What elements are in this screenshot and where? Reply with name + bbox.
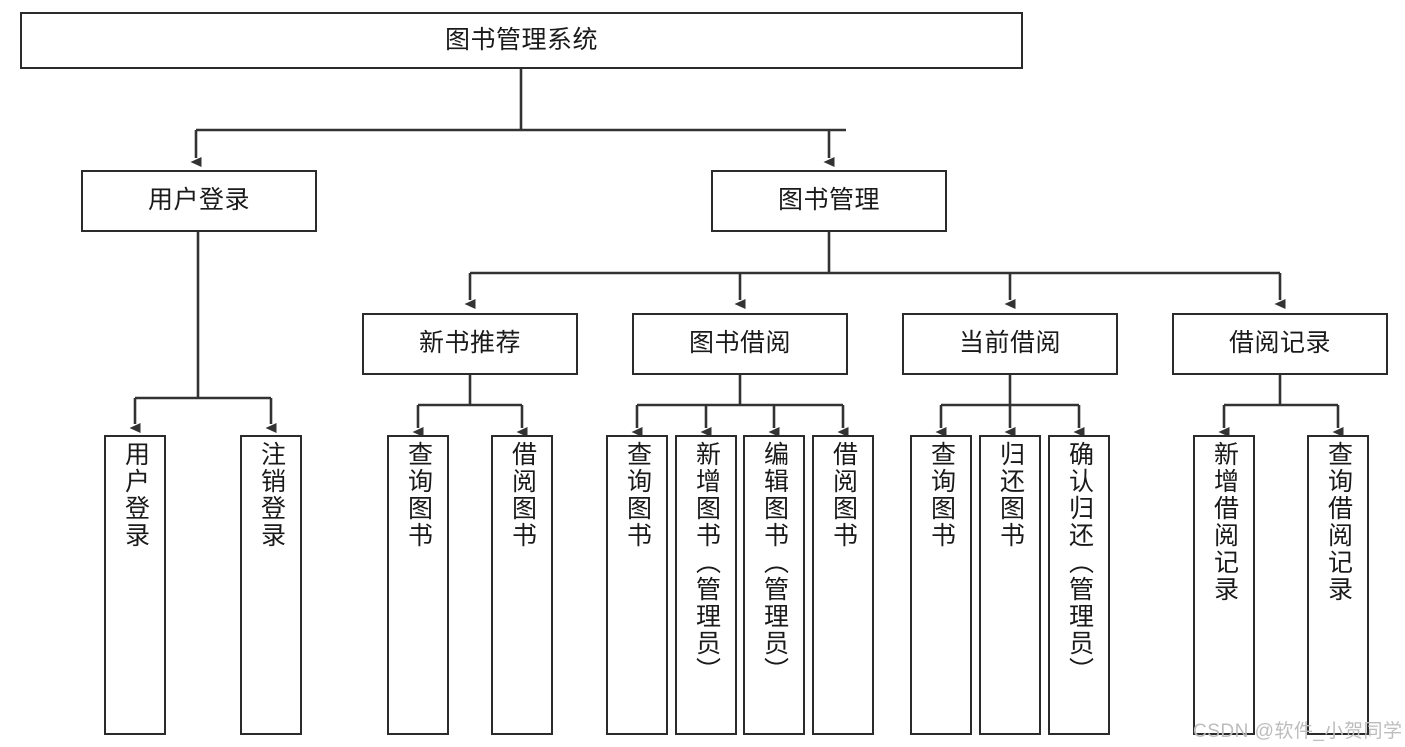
leaf-current-borrow-confirm-return-admin[interactable]: 确认归还（管理员）	[1048, 435, 1110, 735]
leaf-borrow-record-query-record[interactable]: 查询借阅记录	[1307, 435, 1369, 735]
node-book-management[interactable]: 图书管理	[711, 170, 947, 232]
node-label: 查询图书	[623, 441, 652, 549]
node-label: 当前借阅	[958, 329, 1061, 358]
node-label: 图书借阅	[688, 329, 791, 358]
leaf-book-borrow-edit-book-admin[interactable]: 编辑图书（管理员）	[743, 435, 805, 735]
node-borrowing-record[interactable]: 借阅记录	[1172, 313, 1388, 375]
leaf-user-login-login[interactable]: 用户登录	[104, 435, 166, 735]
leaf-current-borrow-return-book[interactable]: 归还图书	[979, 435, 1041, 735]
leaf-new-book-query-book[interactable]: 查询图书	[387, 435, 449, 735]
node-label: 查询图书	[927, 441, 956, 549]
node-label: 查询图书	[404, 441, 433, 549]
node-user-login[interactable]: 用户登录	[81, 170, 317, 232]
node-label: 查询借阅记录	[1324, 441, 1353, 603]
leaf-borrow-record-add-record[interactable]: 新增借阅记录	[1193, 435, 1255, 735]
leaf-book-borrow-query-book[interactable]: 查询图书	[606, 435, 668, 735]
node-label: 用户登录	[147, 186, 250, 215]
node-book-borrowing[interactable]: 图书借阅	[632, 313, 848, 375]
node-current-borrowing[interactable]: 当前借阅	[902, 313, 1118, 375]
node-root-book-management-system[interactable]: 图书管理系统	[20, 12, 1023, 69]
node-label: 图书管理系统	[444, 25, 598, 54]
node-label: 借阅图书	[829, 441, 858, 549]
node-label: 新增图书（管理员）	[692, 441, 721, 684]
leaf-book-borrow-add-book-admin[interactable]: 新增图书（管理员）	[675, 435, 737, 735]
node-new-book-recommendation[interactable]: 新书推荐	[362, 313, 578, 375]
node-label: 用户登录	[121, 441, 150, 549]
leaf-new-book-borrow-book[interactable]: 借阅图书	[491, 435, 553, 735]
node-label: 图书管理	[777, 186, 880, 215]
csdn-watermark: CSDN @软件_小贺同学	[1193, 721, 1403, 742]
node-label: 归还图书	[996, 441, 1025, 549]
node-label: 新增借阅记录	[1210, 441, 1239, 603]
node-label: 借阅图书	[508, 441, 537, 549]
node-label: 注销登录	[257, 441, 286, 549]
leaf-user-login-logout[interactable]: 注销登录	[240, 435, 302, 735]
node-label: 新书推荐	[418, 329, 521, 358]
node-label: 确认归还（管理员）	[1065, 441, 1094, 684]
node-label: 编辑图书（管理员）	[760, 441, 789, 684]
leaf-current-borrow-query-book[interactable]: 查询图书	[910, 435, 972, 735]
leaf-book-borrow-borrow-book[interactable]: 借阅图书	[812, 435, 874, 735]
node-label: 借阅记录	[1228, 329, 1331, 358]
